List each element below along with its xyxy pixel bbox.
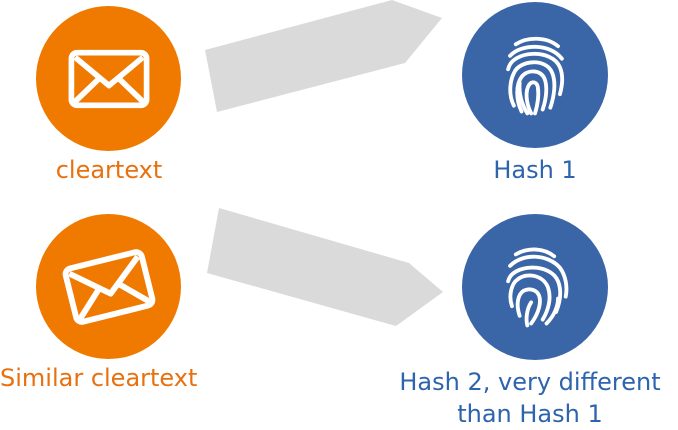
envelope-icon bbox=[68, 49, 149, 108]
fingerprint-icon bbox=[506, 247, 569, 328]
hash2-label-line1: Hash 2, very different bbox=[399, 368, 661, 396]
cleartext-label: cleartext bbox=[55, 156, 163, 184]
similar-cleartext-circle bbox=[36, 214, 181, 359]
hash2-label-line2: than Hash 1 bbox=[457, 400, 603, 428]
envelope-icon bbox=[62, 248, 155, 325]
hash1-label: Hash 1 bbox=[493, 156, 577, 184]
cleartext-circle bbox=[36, 6, 181, 151]
hash2-circle bbox=[462, 214, 608, 360]
fingerprint-icon bbox=[506, 36, 565, 116]
hash1-circle bbox=[462, 2, 608, 148]
similar-cleartext-label: Similar cleartext bbox=[0, 364, 198, 392]
hash2-label: Hash 2, very different than Hash 1 bbox=[380, 366, 678, 430]
